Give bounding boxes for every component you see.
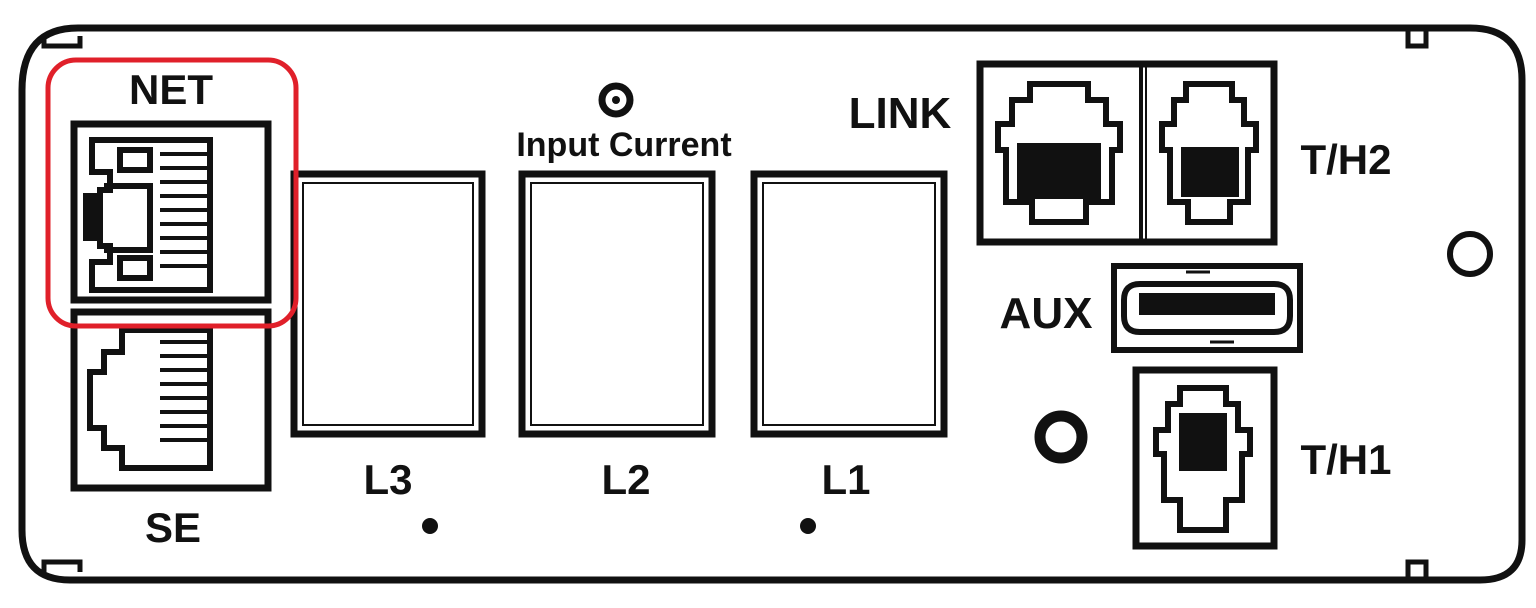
link-th2-housing — [976, 60, 1278, 246]
panel-outline — [18, 24, 1526, 584]
th1-label: T/H1 — [1300, 436, 1391, 483]
se-label: SE — [145, 504, 201, 551]
l2-label: L2 — [601, 456, 650, 503]
l1-window — [750, 170, 948, 438]
l1-label: L1 — [821, 456, 870, 503]
screw-hole — [1034, 410, 1088, 464]
se-port[interactable] — [70, 308, 272, 492]
rj12-port-icon — [1153, 385, 1253, 533]
rj45-port-icon — [87, 327, 213, 471]
l3-window — [290, 170, 486, 438]
rj12-port-icon — [995, 81, 1123, 225]
rj45-port-icon — [83, 137, 213, 293]
screw-dot-mid — [800, 518, 816, 534]
led-indicator-icon — [598, 82, 634, 118]
screw-dot-left — [422, 518, 438, 534]
link-label: LINK — [849, 89, 952, 138]
mini-usb-port-icon — [1121, 270, 1293, 344]
l3-label: L3 — [363, 456, 412, 503]
l2-window — [518, 170, 716, 438]
link-port[interactable] — [995, 81, 1123, 225]
mounting-tabs — [41, 28, 1429, 580]
net-highlight-box — [45, 57, 299, 329]
th2-port[interactable] — [1159, 81, 1259, 225]
net-label: NET — [129, 66, 213, 113]
th2-label: T/H2 — [1300, 136, 1391, 183]
net-port[interactable] — [70, 120, 272, 304]
th1-port[interactable] — [1132, 366, 1278, 550]
input-current-label: Input Current — [516, 126, 731, 164]
aux-port[interactable] — [1111, 263, 1303, 353]
mounting-hole-right — [1447, 231, 1493, 277]
aux-label: AUX — [1000, 289, 1093, 338]
rj12-port-icon — [1159, 81, 1259, 225]
